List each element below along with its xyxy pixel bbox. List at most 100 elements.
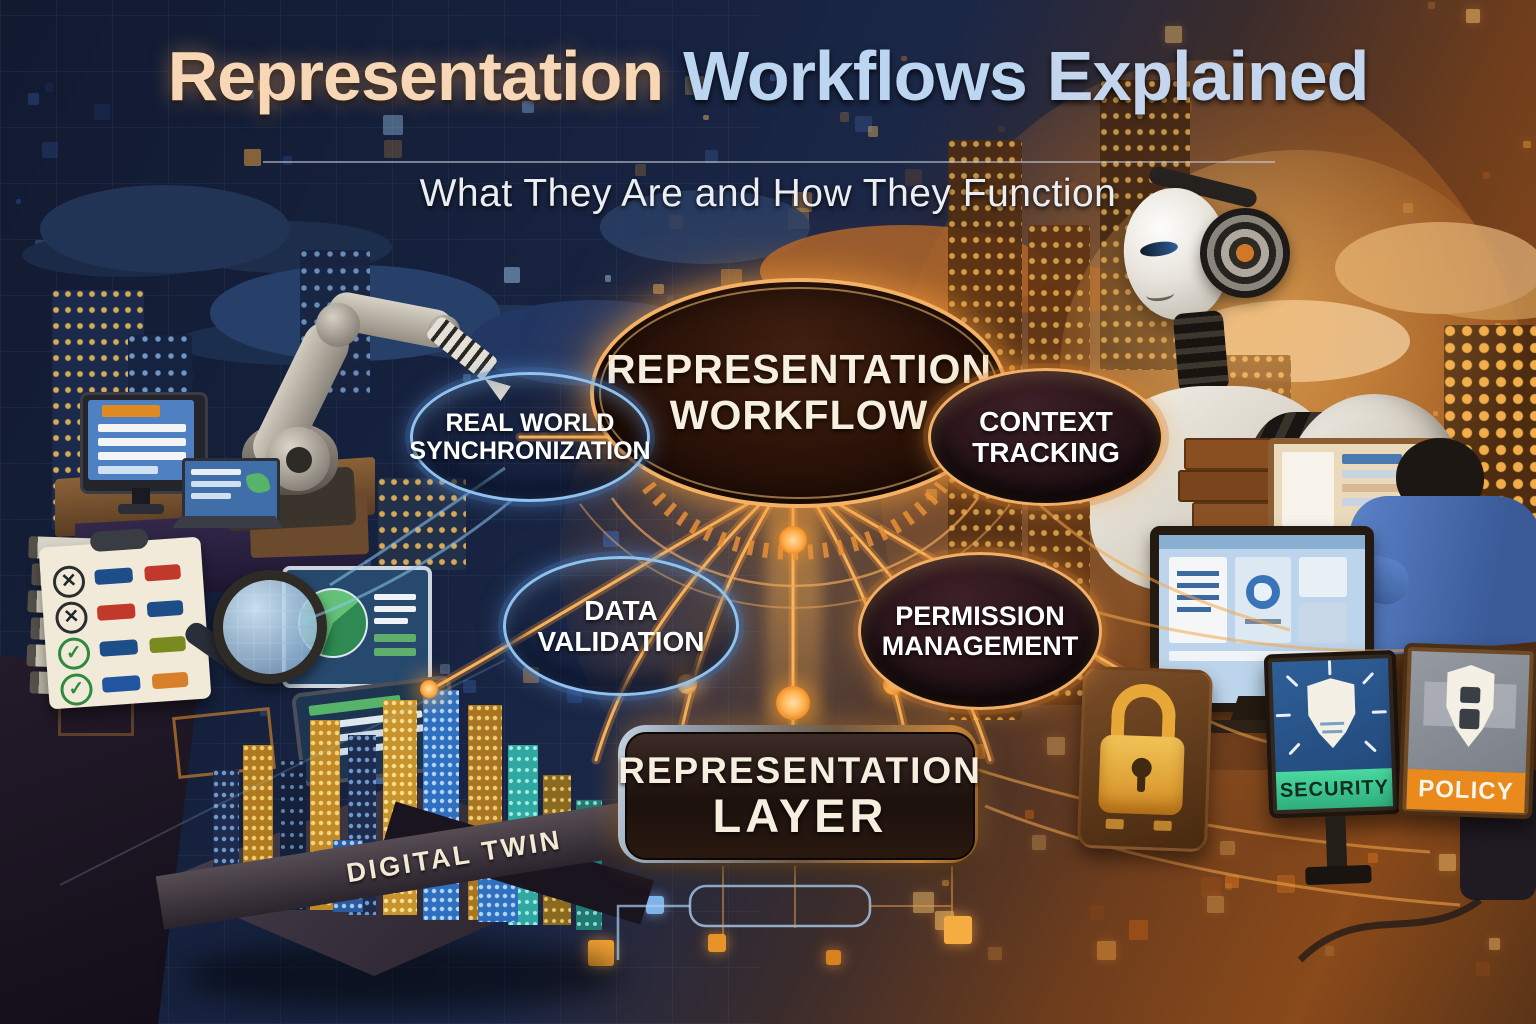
pixel-square	[913, 892, 935, 914]
pixel-square	[901, 55, 907, 62]
node-real-world-synchronization[interactable]: REAL WORLD SYNCHRONIZATION	[409, 372, 651, 502]
node-permission-management[interactable]: PERMISSION MANAGEMENT	[858, 552, 1102, 710]
pixel-square	[282, 155, 292, 165]
leaf-glyph	[245, 470, 271, 496]
node-label-line: REAL WORLD	[445, 409, 615, 437]
pixel-square	[384, 139, 403, 158]
pixel-square	[521, 100, 534, 114]
connector-node	[420, 680, 438, 698]
laptop-screen	[182, 458, 280, 522]
node-label-line: MANAGEMENT	[881, 631, 1079, 661]
monitor-stand	[132, 488, 150, 504]
pixel-square	[440, 664, 451, 674]
robot-neck	[1172, 309, 1230, 395]
node-label-line: REPRESENTATION	[605, 346, 993, 393]
node-label-line: SYNCHRONIZATION	[409, 437, 651, 465]
cloud-icon	[40, 185, 290, 273]
screen-list-panel	[1299, 603, 1347, 643]
node-label-line: DATA	[584, 594, 658, 626]
shield-mark	[1459, 708, 1480, 730]
security-banner: SECURITY	[1275, 768, 1394, 811]
doc-line	[1177, 607, 1211, 612]
screen-row	[374, 634, 416, 642]
pixel-square	[942, 879, 949, 886]
screen-list-panel	[1299, 557, 1347, 597]
pixel-square	[44, 83, 54, 92]
pixel-square	[1318, 62, 1331, 75]
pixel-square	[1475, 962, 1490, 977]
monitor-screen	[88, 400, 194, 480]
pixel-square	[382, 114, 403, 135]
doc-line	[1177, 595, 1219, 600]
pixel-square	[1324, 946, 1335, 956]
pixel-square	[248, 92, 254, 99]
entry-blob	[99, 639, 139, 657]
node-label-line: CONTEXT	[979, 405, 1113, 437]
page-subtitle: What They Are and How They Function	[419, 172, 1117, 215]
node-label-line: PERMISSION	[895, 600, 1065, 631]
screen-row	[98, 424, 186, 432]
pixel-square	[998, 125, 1006, 133]
padlock-icon	[1076, 665, 1214, 853]
padlock-foot	[1153, 820, 1172, 832]
pixel-square	[94, 104, 111, 121]
pixel-square	[792, 192, 812, 213]
entry-blob	[96, 603, 136, 621]
pixel-square	[1523, 140, 1532, 149]
sign-pole	[1325, 815, 1348, 869]
laptop-icon	[172, 458, 284, 536]
pixel-square	[1488, 938, 1501, 951]
pixel-square	[1096, 940, 1116, 960]
screen-row	[191, 481, 241, 487]
screen-row	[374, 594, 416, 600]
doc-line	[1177, 583, 1219, 588]
pixel-square	[1206, 895, 1225, 914]
layer-box-inner: REPRESENTATION LAYER	[618, 732, 980, 860]
circuit-bead	[826, 950, 841, 965]
node-context-tracking[interactable]: CONTEXT TRACKING	[928, 368, 1164, 506]
screen-row	[98, 438, 186, 446]
pixel-square	[988, 946, 1002, 960]
pixel-square	[925, 489, 937, 501]
pixel-square	[1128, 920, 1149, 940]
clipboard-clip	[89, 528, 149, 553]
pixel-square	[867, 126, 879, 137]
pixel-square	[257, 80, 269, 91]
ray	[1275, 713, 1291, 718]
security-sign: SECURITY	[1263, 649, 1413, 905]
title-part-representation: Representation	[167, 37, 665, 115]
pixel-square	[1482, 171, 1491, 180]
screen-row	[374, 648, 416, 656]
title-part-workflows: Workflows	[683, 37, 1028, 115]
representation-layer-box[interactable]: REPRESENTATION LAYER	[618, 725, 980, 863]
entry-blob	[101, 675, 141, 693]
pixel-square	[854, 115, 872, 133]
circuit-bead	[944, 916, 972, 944]
title-part-explained: Explained	[1046, 37, 1370, 115]
pixel-square	[1165, 26, 1182, 43]
screen-row	[1342, 484, 1430, 492]
screen-header	[102, 405, 160, 417]
sign-base	[1305, 864, 1372, 886]
pixel-square	[653, 283, 665, 295]
pixel-square	[567, 688, 582, 704]
entry-blob	[151, 671, 189, 690]
pixel-square	[904, 168, 923, 187]
pixel-square	[1466, 8, 1481, 23]
laptop-base	[172, 516, 284, 528]
entry-blob	[144, 564, 182, 582]
robot-ear-disc	[1200, 208, 1290, 298]
ray	[1327, 660, 1332, 676]
layer-label-line: REPRESENTATION	[618, 749, 982, 791]
page-title: Representation Workflows Explained	[0, 36, 1536, 116]
screen-row	[1342, 470, 1430, 478]
pixel-square	[15, 198, 22, 204]
pixel-square	[1225, 882, 1233, 890]
shield-mark	[1459, 686, 1481, 704]
pixel-square	[703, 114, 710, 121]
circuit-bead	[708, 934, 726, 952]
node-data-validation[interactable]: DATA VALIDATION	[503, 556, 739, 696]
doc-line	[1245, 619, 1281, 624]
pixel-square	[605, 275, 612, 282]
